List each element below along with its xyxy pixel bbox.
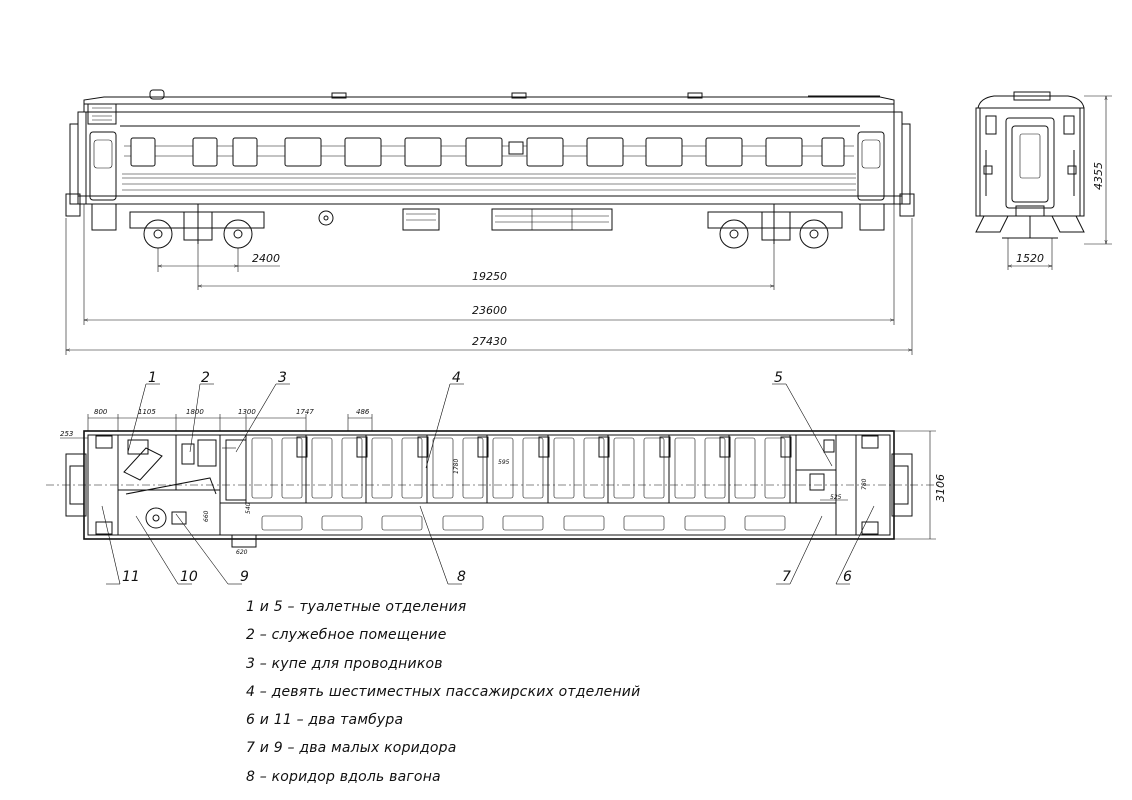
callout-6: 6 [843, 569, 852, 585]
callout-3: 3 [278, 370, 287, 386]
dim-1780: 1780 [453, 459, 460, 474]
dim-620: 620 [236, 549, 248, 556]
dim-1105: 1105 [138, 408, 156, 416]
dim-1800: 1800 [186, 408, 204, 416]
dim-gauge: 1520 [1016, 252, 1044, 265]
dim-253: 253 [60, 430, 73, 438]
legend-item-main-corridor: 8 – коридор вдоль вагона [246, 768, 441, 785]
dim-486: 486 [356, 408, 370, 416]
legend-item-passenger-compartments: 4 – девять шестиместных пассажирских отд… [246, 683, 641, 700]
callout-8: 8 [457, 569, 466, 585]
callout-7: 7 [782, 569, 791, 585]
dim-height: 4355 [1092, 162, 1105, 190]
dim-780: 780 [861, 478, 868, 490]
dim-width: 3106 [934, 474, 947, 502]
dim-bogie-base: 2400 [252, 252, 280, 265]
plan-view: 800 1105 1800 1300 1747 486 253 3106 178… [46, 408, 947, 556]
callout-10: 10 [180, 569, 198, 585]
dim-1300: 1300 [238, 408, 256, 416]
dim-bogie-centers: 19250 [472, 270, 507, 283]
callout-1: 1 [148, 370, 157, 386]
dim-body-length: 23600 [472, 304, 507, 317]
legend: 1 и 5 – туалетные отделения 2 – служебно… [246, 596, 766, 794]
dim-540: 540 [245, 502, 252, 514]
side-view: 2400 19250 23600 27430 [65, 89, 915, 355]
legend-item-small-corridors: 7 и 9 – два малых коридора [246, 740, 457, 757]
legend-item-service-room: 2 – служебное помещение [246, 627, 447, 644]
dim-525: 525 [830, 494, 842, 501]
callout-4: 4 [452, 370, 461, 386]
end-view: 4355 1520 [975, 91, 1112, 270]
left-bogie [129, 204, 265, 249]
right-bogie [707, 204, 843, 249]
dim-595: 595 [498, 459, 510, 466]
callout-5: 5 [774, 370, 783, 386]
callout-11: 11 [122, 569, 140, 585]
dim-660: 660 [203, 510, 210, 522]
dim-800: 800 [94, 408, 108, 416]
callout-2: 2 [201, 370, 210, 386]
dim-coupler-length: 27430 [472, 335, 507, 348]
dim-1747: 1747 [296, 408, 314, 416]
callout-9: 9 [240, 569, 249, 585]
legend-item-vestibules: 6 и 11 – два тамбура [246, 712, 404, 729]
callouts: 1 2 3 4 5 11 10 9 8 7 6 [101, 370, 875, 585]
legend-item-toilets: 1 и 5 – туалетные отделения [246, 599, 467, 615]
compartments [251, 435, 792, 503]
legend-item-conductor-compartment: 3 – купе для проводников [246, 655, 443, 672]
